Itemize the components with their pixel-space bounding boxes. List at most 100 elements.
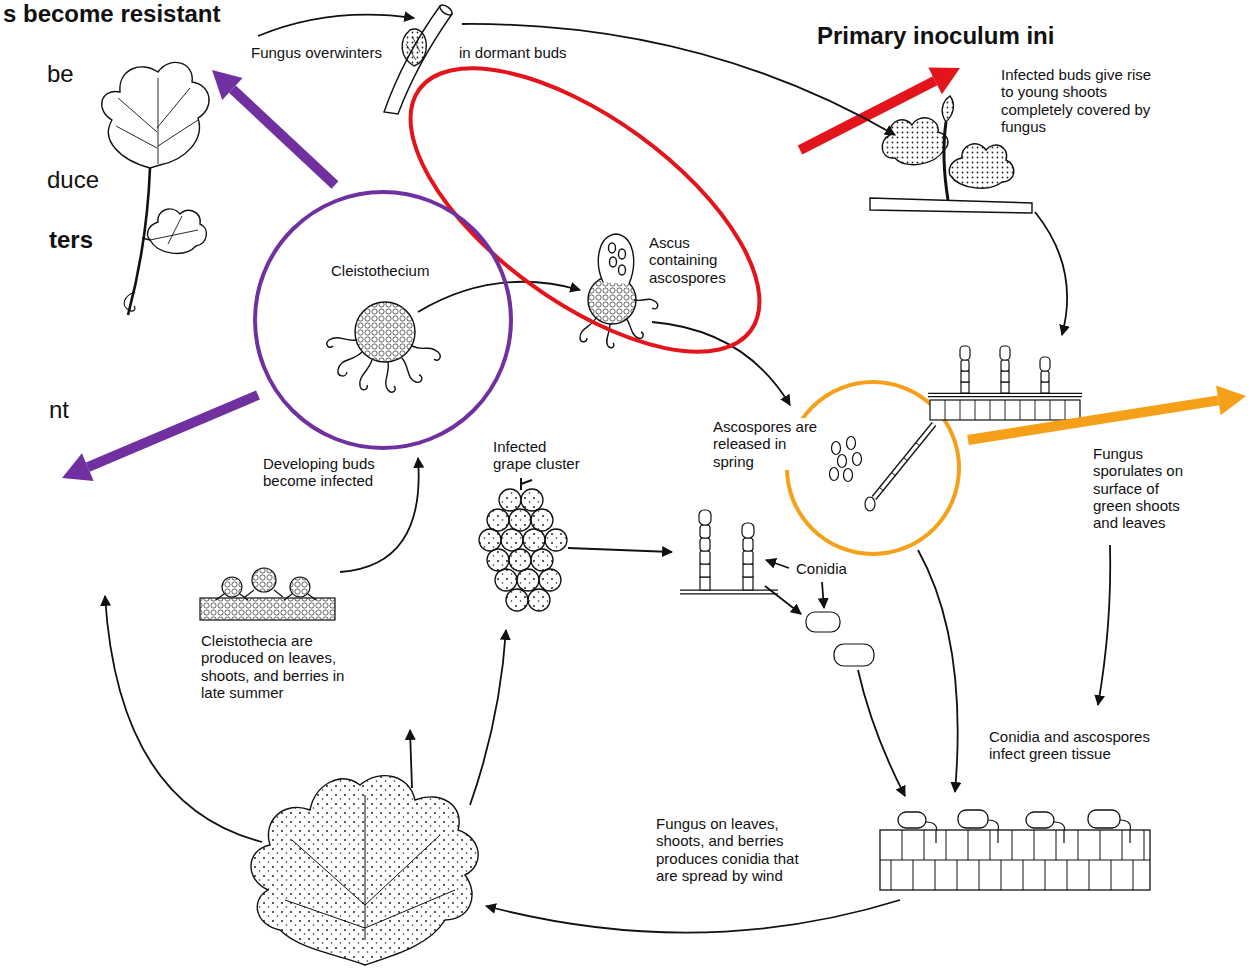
fruiting-body <box>290 577 310 597</box>
cycle-arrow <box>410 730 412 788</box>
appendage <box>634 299 658 309</box>
grape-leaf <box>251 776 478 965</box>
twig <box>384 6 452 114</box>
host-cells <box>200 598 335 620</box>
conidium <box>960 346 970 360</box>
conidiophore <box>961 382 969 393</box>
cycle-arrow <box>568 548 672 552</box>
cycle-label: Fungus on leaves, shoots, and berries pr… <box>655 815 807 884</box>
conidium <box>742 523 754 538</box>
highlight-circle <box>255 192 511 448</box>
grape-berry <box>528 589 550 611</box>
infected-leaf <box>949 144 1014 188</box>
conidiophore <box>1001 382 1009 393</box>
node-label: Cleistothecium <box>330 262 430 279</box>
grape-cluster <box>479 478 567 611</box>
ascospore <box>844 469 853 482</box>
grape-berry <box>487 549 509 571</box>
conidium <box>1088 810 1120 828</box>
ascus-sac <box>598 234 633 284</box>
conidium <box>961 360 969 371</box>
leaf-veins <box>150 216 198 244</box>
ascospore <box>865 497 875 511</box>
conidiophore <box>700 564 710 577</box>
appendage <box>386 362 396 392</box>
sporulating-fungus <box>960 346 1050 393</box>
bud <box>402 29 426 66</box>
dormant-bud <box>384 3 454 114</box>
cycle-arrow <box>1098 545 1110 705</box>
host-cells <box>880 830 1150 890</box>
cycle-label: Conidia <box>795 560 848 577</box>
purple-arrow <box>62 453 94 481</box>
ascospore <box>853 453 862 466</box>
ascospore-highlight <box>830 437 862 482</box>
cleistothecium-drawing <box>327 302 440 392</box>
cycle-arrow <box>652 322 790 405</box>
cycle-label: Fungus sporulates on surface of green sh… <box>1092 445 1194 531</box>
red-arrow <box>800 81 935 150</box>
conidium <box>700 525 710 538</box>
fruiting-body <box>222 577 242 597</box>
grape-berry <box>509 509 531 531</box>
ascospore <box>847 437 856 450</box>
conidium <box>1026 812 1054 828</box>
slide-fragment: ters <box>48 226 94 254</box>
cycle-arrow <box>418 282 580 312</box>
bud-scales <box>406 36 420 60</box>
fruiting-body <box>252 568 276 592</box>
sporulating-fungus <box>928 346 1082 420</box>
infected-leaf <box>251 776 478 965</box>
ascospore <box>610 257 617 267</box>
appendage <box>327 338 357 348</box>
highlight-ellipse: Ascus containing ascospores <box>406 64 764 356</box>
ascus-drawing <box>580 234 658 348</box>
cluster-stem <box>521 478 532 490</box>
conidiophore <box>743 577 753 590</box>
cycle-label: Developing buds become infected <box>262 455 379 490</box>
shoot-stem <box>944 122 948 200</box>
ascospore <box>832 442 841 455</box>
leaf-veins <box>285 795 455 940</box>
conidium <box>699 510 711 525</box>
conidium <box>898 812 926 828</box>
orange-arrow <box>968 400 1218 440</box>
slide-heading: Primary inoculum ini <box>816 22 1055 50</box>
cell-walls <box>880 830 1150 890</box>
cane <box>870 198 1032 213</box>
cycle-label: Cleistothecia are produced on leaves, sh… <box>200 632 372 701</box>
ascospore <box>619 249 626 259</box>
conidiophore <box>743 564 753 577</box>
grape-berry <box>479 529 501 551</box>
ascospore <box>838 455 847 468</box>
red-arrow <box>928 67 960 94</box>
germ-tube <box>926 820 1131 843</box>
grape-berry <box>531 549 553 571</box>
cycle-label: Fungus overwinters <box>250 44 383 61</box>
leaf-veins <box>116 78 198 164</box>
node-label: Ascus containing ascospores <box>648 234 730 286</box>
conidium <box>700 551 710 564</box>
shoot-tip <box>942 96 953 122</box>
purple-arrow <box>212 70 243 100</box>
cycle-arrow <box>258 15 414 36</box>
host-cells <box>930 400 1080 420</box>
cycle-label: Conidia and ascospores infect green tiss… <box>988 728 1155 763</box>
grape-berry <box>487 509 509 531</box>
twig-cut <box>438 3 453 17</box>
grape-berry <box>495 569 517 591</box>
cycle-arrow <box>858 670 905 796</box>
cycle-label: Infected buds give rise to young shoots … <box>1000 66 1158 135</box>
infected-leaf <box>882 118 948 165</box>
conidium <box>806 612 840 632</box>
grape-berry <box>506 589 528 611</box>
developing-shoot <box>102 62 209 315</box>
conidium <box>700 538 710 551</box>
infected-tissue <box>898 810 1120 828</box>
ascospore <box>619 265 626 275</box>
grape-berry <box>539 569 561 591</box>
appendage <box>338 352 362 376</box>
grape-berry <box>517 569 539 591</box>
highlight-circle <box>252 189 514 451</box>
